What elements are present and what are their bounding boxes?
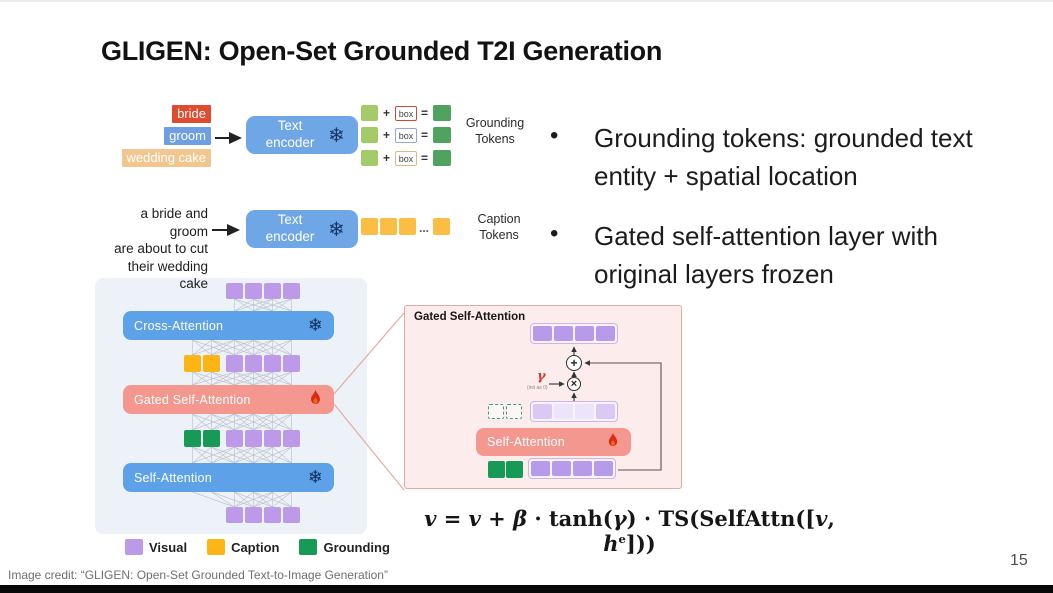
detail-output-tokens: [530, 323, 618, 344]
bullet-item-gated-self-attention: Gated self-attention layer with original…: [594, 221, 938, 289]
visual-token-square: [283, 507, 300, 523]
equals-operator-2: =: [421, 128, 429, 142]
self-attention-layer: Self-Attention ❄: [123, 463, 334, 492]
page-title: GLIGEN: Open-Set Grounded T2I Generation: [101, 36, 663, 66]
grounding-token-square-2: [433, 127, 451, 143]
legend: Visual Caption Grounding: [125, 539, 390, 555]
entity-bride: bride: [172, 105, 211, 123]
caption-input-text: a bride and groom are about to cut their…: [114, 206, 208, 292]
text-encoder-box-grounding: Text encoder ❄: [246, 116, 358, 154]
caption-token-square: [399, 218, 416, 235]
visual-token-square: [226, 283, 243, 299]
text-token-square-1: [361, 105, 378, 121]
page-number: 15: [1010, 552, 1028, 569]
visual-token-square: [245, 283, 262, 299]
text-token-square-2: [361, 127, 378, 143]
gated-self-attention-layer: Gated Self-Attention: [123, 385, 334, 414]
visual-token-square: [226, 507, 243, 523]
visual-token-square: [264, 283, 281, 299]
plus-operator-2: +: [383, 128, 391, 142]
plus-operator-1: +: [383, 106, 391, 120]
caption-token-square: [433, 218, 450, 235]
visual-token-square: [226, 355, 243, 372]
image-credit: Image credit: “GLIGEN: Open-Set Grounded…: [8, 568, 388, 582]
visual-token-square: [283, 430, 300, 447]
gated-self-attention-formula: v = v + β · tanh(γ) · TS(SelfAttn([v, he…: [424, 506, 835, 556]
detail-title: Gated Self-Attention: [414, 311, 526, 323]
entity-labels: bride groom wedding cake: [117, 105, 211, 167]
legend-grounding-swatch: [299, 539, 318, 555]
visual-token-square: [283, 355, 300, 372]
snowflake-icon: ❄: [328, 217, 345, 241]
detail-self-attention-layer: Self-Attention: [476, 428, 631, 456]
detail-input-tokens: [528, 458, 616, 479]
visual-token-square: [245, 507, 262, 523]
visual-token-square: [264, 355, 281, 372]
text-encoder-box-caption: Text encoder ❄: [246, 210, 358, 248]
caption-token-square: [184, 355, 201, 372]
dashed-grounding-slot: [506, 404, 522, 419]
snowflake-icon: ❄: [307, 466, 323, 488]
cross-attention-layer: Cross-Attention ❄: [123, 311, 334, 340]
plus-operator-3: +: [383, 151, 391, 165]
bullet-marker-1: •: [550, 122, 559, 149]
gamma-symbol: γ: [537, 369, 546, 384]
box-chip-2: box: [395, 128, 417, 143]
visual-token-square: [226, 430, 243, 447]
detail-attended-tokens: [530, 401, 618, 422]
visual-token-square: [245, 355, 262, 372]
grounding-token-square: [488, 461, 505, 478]
equals-operator-1: =: [421, 106, 429, 120]
text-encoder-label: Text encoder: [265, 212, 315, 244]
snowflake-icon: ❄: [328, 123, 345, 147]
multiply-circle-icon: ×: [567, 377, 581, 391]
grounding-token-square: [506, 461, 523, 478]
legend-visual-swatch: [125, 539, 143, 555]
fire-icon: [606, 432, 620, 452]
legend-visual-label: Visual: [149, 539, 188, 555]
grounding-tokens-label: Grounding Tokens: [465, 116, 525, 147]
equals-operator-3: =: [421, 151, 429, 165]
visual-token-square: [264, 507, 281, 523]
fire-icon: [308, 389, 323, 410]
caption-token-square: [380, 218, 397, 235]
text-encoder-label: Text encoder: [265, 118, 315, 150]
snowflake-icon: ❄: [307, 314, 323, 336]
legend-grounding-label: Grounding: [323, 539, 390, 555]
visual-token-square: [283, 283, 300, 299]
grounding-token-square: [203, 430, 220, 447]
box-chip-3: box: [395, 151, 417, 166]
box-chip-1: box: [395, 106, 417, 121]
entity-wedding-cake: wedding cake: [121, 149, 211, 167]
grounding-token-square-3: [433, 150, 451, 166]
dashed-grounding-slot: [488, 404, 504, 419]
text-token-square-3: [361, 150, 378, 166]
bullet-marker-2: •: [550, 220, 559, 247]
entity-groom: groom: [164, 127, 211, 145]
caption-tokens-label: Caption Tokens: [477, 212, 521, 243]
ellipsis: ...: [419, 221, 430, 235]
bottom-bar: [0, 585, 1053, 593]
grounding-token-square-1: [433, 105, 451, 121]
plus-circle-icon: +: [566, 355, 582, 371]
legend-caption-swatch: [207, 539, 226, 555]
legend-caption-label: Caption: [231, 539, 280, 555]
bullet-item-grounding-tokens: Grounding tokens: grounded text entity +…: [594, 123, 973, 191]
caption-token-square: [361, 218, 378, 235]
grounding-token-square: [184, 430, 201, 447]
gamma-init-note: (init as 0): [527, 385, 548, 391]
visual-token-square: [245, 430, 262, 447]
caption-token-square: [203, 355, 220, 372]
visual-token-square: [264, 430, 281, 447]
